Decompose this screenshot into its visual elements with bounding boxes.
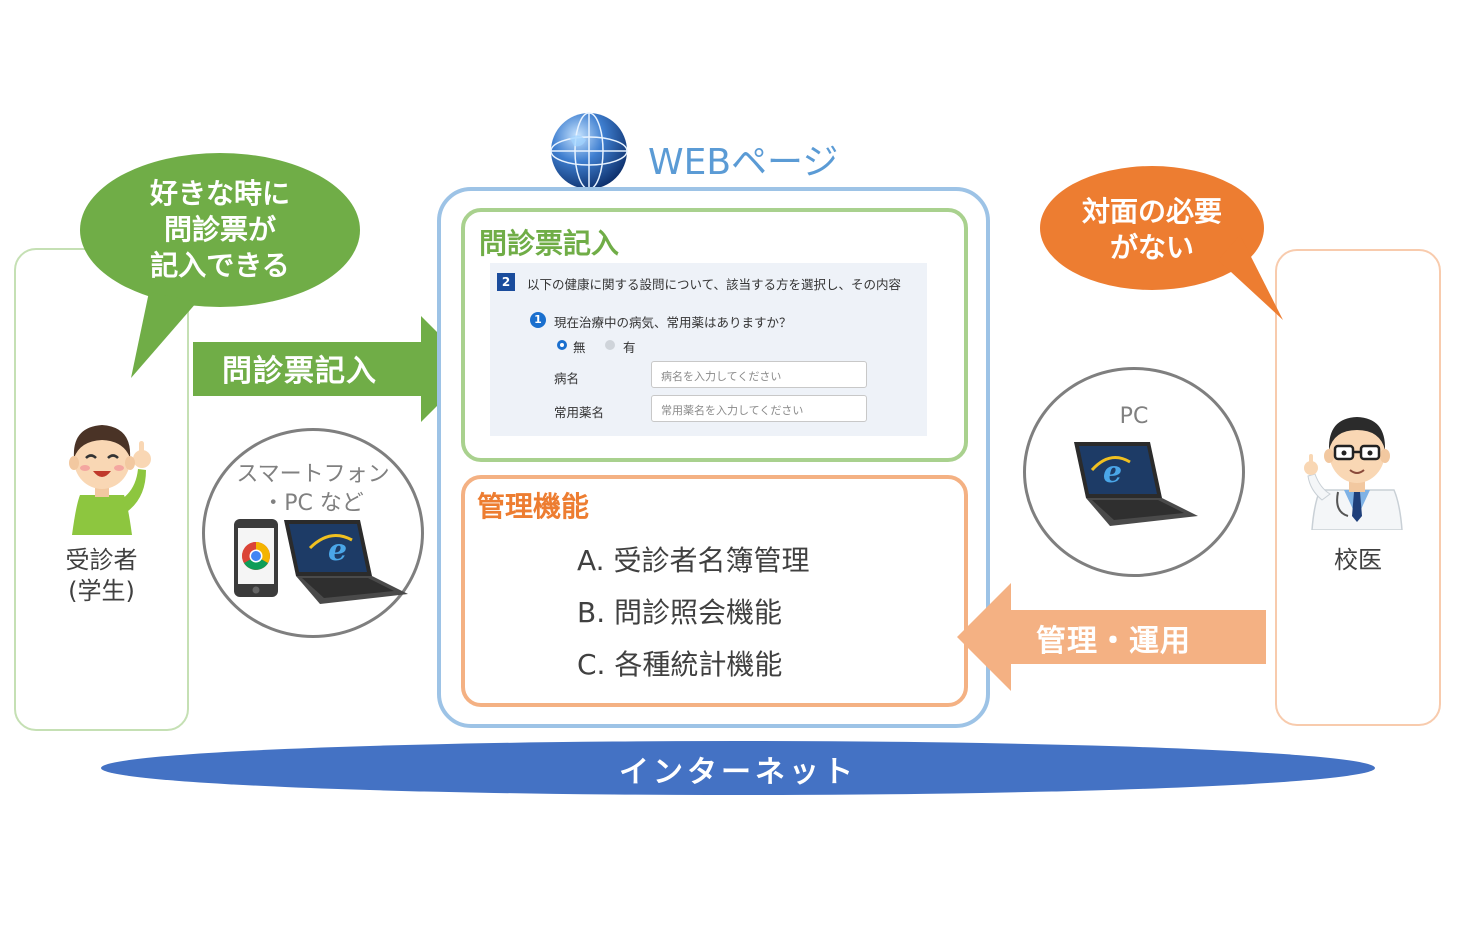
doctor-bubble-line-2: がない (1109, 231, 1194, 264)
medication-name-label: 常用薬名 (554, 405, 605, 420)
student-label-line1: 受診者 (65, 546, 138, 574)
form-question: 現在治療中の病気、常用薬はありますか？ (554, 315, 792, 330)
student-illustration (69, 425, 151, 535)
question-number: 1 (534, 313, 542, 326)
student-device-line-1: スマートフォン (236, 462, 390, 487)
radio-option-none-label: 無 (573, 340, 586, 355)
management-section-title: 管理機能 (477, 490, 590, 523)
management-operation-arrow (957, 583, 1266, 691)
radio-option-none[interactable] (557, 340, 567, 350)
doctor-device-label: PC (1119, 404, 1149, 429)
doctor-panel (1275, 249, 1441, 726)
question-number-badge: 1 (530, 312, 546, 328)
web-page-title: WEBページ (648, 142, 839, 183)
smartphone-icon (234, 519, 278, 597)
management-item-a: A. 受診者名簿管理 (577, 544, 810, 577)
management-section (461, 475, 968, 707)
student-label-line2: (学生) (68, 577, 135, 605)
management-item-c: C. 各種統計機能 (577, 648, 783, 681)
doctor-bubble-text: 対面の必要 がない (1052, 194, 1252, 266)
radio-option-yes-label: 有 (623, 340, 636, 355)
radio-option-yes[interactable] (605, 340, 615, 350)
student-bubble-line-3: 記入できる (150, 249, 290, 282)
svg-text:e: e (328, 533, 347, 568)
disease-name-input[interactable]: 病名を入力してください (651, 361, 867, 388)
internet-label: インターネット (619, 755, 857, 790)
student-bubble-text: 好きな時に 問診票が 記入できる (110, 176, 330, 284)
doctor-illustration (1304, 417, 1403, 530)
management-operation-arrow-label: 管理・運用 (1036, 624, 1191, 659)
doctor-speech-bubble (1040, 166, 1283, 320)
doctor-laptop-ie-icon: e (1074, 442, 1198, 526)
doctor-label: 校医 (1334, 546, 1382, 574)
questionnaire-entry-arrow-label: 問診票記入 (222, 354, 377, 389)
internet-ellipse (101, 741, 1375, 795)
doctor-bubble-line-1: 対面の必要 (1081, 195, 1222, 228)
student-speech-bubble (80, 153, 360, 378)
svg-text:e: e (1103, 455, 1122, 490)
student-device-line-2: ・PC など (262, 491, 364, 516)
disease-name-label: 病名 (554, 371, 580, 386)
step-number: 2 (501, 275, 511, 289)
questionnaire-section-title: 問診票記入 (479, 227, 620, 260)
globe-icon (550, 112, 628, 190)
laptop-ie-icon: e (284, 520, 408, 604)
questionnaire-entry-arrow (193, 316, 474, 422)
step-number-badge: 2 (497, 273, 515, 291)
medication-name-input[interactable]: 常用薬名を入力してください (651, 395, 867, 422)
management-item-b: B. 問診照会機能 (577, 596, 783, 629)
student-bubble-line-1: 好きな時に (149, 177, 290, 210)
student-bubble-line-2: 問診票が (163, 213, 276, 246)
form-instruction: 以下の健康に関する設問について、該当する方を選択し、その内容 (527, 277, 902, 292)
student-label: 受診者 (学生) (14, 545, 189, 607)
